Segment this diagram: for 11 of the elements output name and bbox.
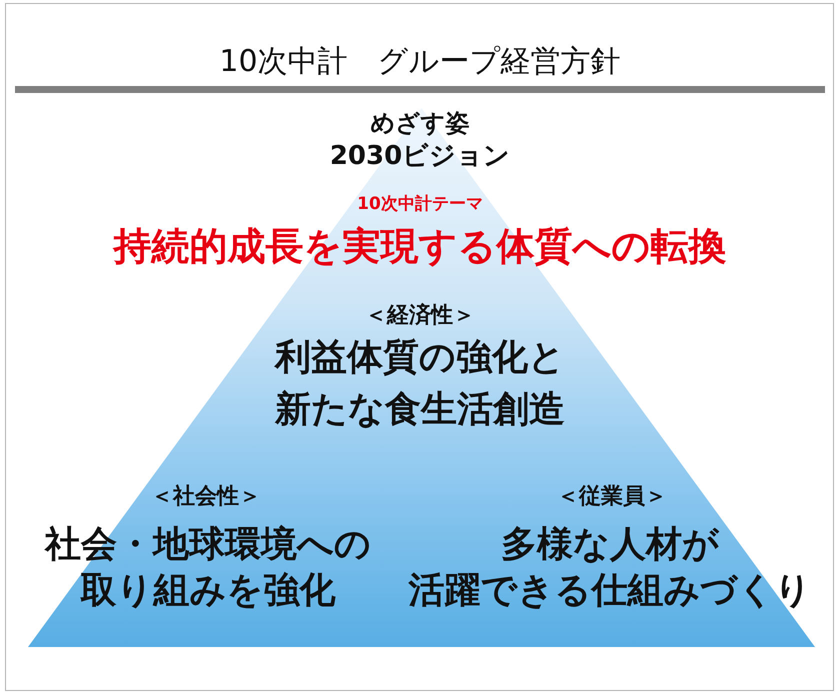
theme-heading: 10次中計テーマ — [357, 193, 483, 215]
pillar-heading: ＜社会性＞ — [151, 483, 261, 511]
pillar-heading: ＜従業員＞ — [557, 483, 667, 511]
vision-heading: めざす姿 — [370, 108, 470, 138]
pillar-text: 多様な人材が活躍できる仕組みづくり — [407, 523, 812, 613]
page-title: 10次中計 グループ経営方針 — [219, 44, 621, 80]
pillar-text: 利益体質の強化と新たな食生活創造 — [273, 336, 566, 432]
pyramid — [28, 108, 815, 647]
pillar-heading: ＜経済性＞ — [365, 302, 475, 330]
vision-text: 2030ビジョン — [330, 140, 510, 172]
theme-text: 持続的成長を実現する体質への転換 — [114, 223, 726, 269]
